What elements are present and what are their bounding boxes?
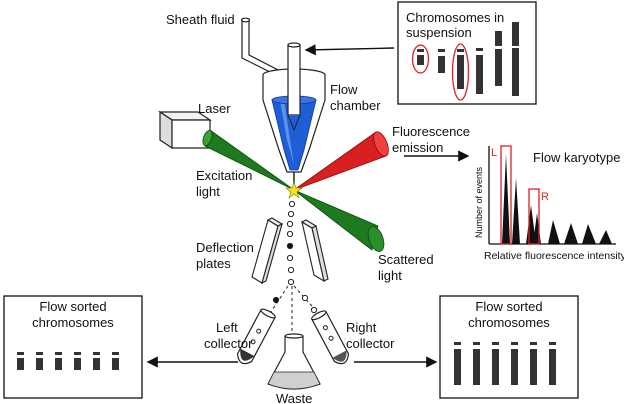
left-collector-tube	[236, 308, 276, 365]
label-excitation-line1: Excitation	[196, 168, 252, 183]
waste-flask	[267, 333, 321, 390]
chromosome-band	[473, 342, 480, 345]
highlight-oval-large	[451, 43, 470, 101]
label-waste: Waste	[276, 391, 312, 404]
chromosome-band	[511, 342, 518, 345]
right-box-title-line1: Flow sorted	[475, 299, 542, 314]
chromosome-band	[55, 352, 62, 355]
peak-2	[512, 178, 520, 244]
chromosome	[454, 349, 461, 385]
peak-6	[564, 223, 578, 244]
chromosome-band	[457, 49, 464, 52]
arrow-to-flow-chamber	[304, 44, 395, 56]
peak-4	[533, 213, 541, 244]
label-fluorescence-line1: Fluorescence	[392, 124, 470, 139]
gate-r	[528, 188, 540, 245]
chromosome	[55, 358, 62, 370]
chromosome-band	[93, 352, 100, 355]
peak-5	[548, 220, 560, 244]
label-flow-chamber-line2: chamber	[330, 98, 381, 113]
excitation-beam	[202, 129, 295, 191]
chromosome-band	[438, 49, 445, 52]
left-box-title-line2: chromosomes	[32, 315, 114, 330]
peak-8	[599, 230, 612, 244]
chromosome	[511, 349, 518, 385]
flow-chamber	[262, 42, 326, 173]
chromosome	[476, 55, 483, 94]
left-box-title-line1: Flow sorted	[39, 299, 106, 314]
peak-7	[582, 224, 596, 244]
chromosome	[473, 349, 480, 385]
deflection-plates	[251, 217, 329, 285]
chromosome	[530, 349, 537, 385]
label-left-collector-line1: Left	[216, 320, 238, 335]
chromosome	[17, 358, 24, 370]
flow-karyotype-chart: Flow karyotype Number of events Relative…	[474, 145, 624, 262]
chromosome-band	[530, 342, 537, 345]
chromosome-band	[17, 352, 24, 355]
chromosome	[549, 349, 556, 385]
chromosome	[438, 56, 445, 73]
scattered-light-beam	[293, 189, 385, 252]
gate-l	[500, 145, 512, 245]
right-box-title-line2: chromosomes	[468, 315, 550, 330]
suspension-title-line2: suspension	[406, 25, 472, 40]
right-sorted-box: Flow sorted chromosomes	[439, 295, 579, 399]
gate-r-label: R	[541, 191, 549, 203]
karyotype-peaks	[502, 154, 612, 244]
suspension-chromosomes	[417, 22, 519, 96]
label-right-collector-line2: collector	[346, 336, 395, 351]
right-collector-tube	[311, 310, 350, 365]
intersection-star	[285, 181, 303, 199]
chromosome-band	[112, 352, 119, 355]
chromosome	[112, 358, 119, 370]
highlight-oval-small	[411, 44, 430, 74]
label-laser: Laser	[198, 101, 231, 116]
chromosome-band	[492, 342, 499, 345]
karyotype-x-label: Relative fluorescence intensity	[484, 250, 624, 262]
label-fluorescence-line2: emission	[392, 140, 443, 155]
droplet-stream	[286, 200, 296, 286]
chromosome-band	[417, 49, 424, 52]
chromosome	[36, 358, 43, 370]
label-right-collector-line1: Right	[346, 320, 377, 335]
chromosome-band	[549, 342, 556, 345]
peak-1	[502, 154, 510, 244]
chromosome	[495, 31, 502, 46]
karyotype-y-label: Number of events	[474, 166, 484, 238]
chromosome	[512, 22, 519, 46]
laser-box	[158, 110, 212, 150]
label-sheath-fluid: Sheath fluid	[166, 12, 235, 27]
chromosome-band	[454, 342, 461, 345]
chromosome	[74, 358, 81, 370]
chromosome	[457, 55, 464, 89]
left-sorted-box: Flow sorted chromosomes	[3, 295, 143, 399]
suspension-box: Chromosomes in suspension	[397, 1, 537, 105]
label-flow-chamber-line1: Flow	[330, 82, 358, 97]
fluorescence-emission-beam	[293, 131, 389, 191]
chromosome-band	[476, 48, 483, 51]
left-sorted-chromosomes	[17, 352, 119, 370]
gate-l-label: L	[491, 147, 497, 159]
chromosome	[417, 55, 424, 65]
label-scattered-line2: light	[378, 268, 402, 283]
label-deflection-line1: Deflection	[196, 240, 254, 255]
chromosome-band	[74, 352, 81, 355]
chromosome	[495, 49, 502, 86]
label-excitation-line2: light	[196, 184, 220, 199]
chromosome	[512, 48, 519, 96]
label-left-collector-line2: collector	[204, 336, 253, 351]
chromosome	[492, 349, 499, 385]
right-sorted-chromosomes	[454, 342, 556, 385]
label-scattered-line1: Scattered	[378, 252, 434, 267]
chromosome-band	[36, 352, 43, 355]
suspension-title-line1: Chromosomes in	[406, 10, 504, 25]
karyotype-title: Flow karyotype	[533, 150, 620, 165]
label-deflection-line2: plates	[196, 256, 231, 271]
chromosome	[93, 358, 100, 370]
